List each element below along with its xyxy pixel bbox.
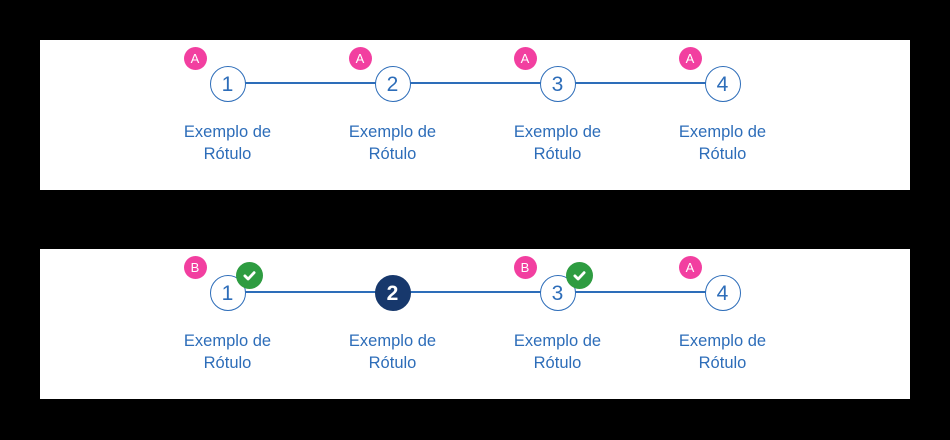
- stepper-default: A 1 Exemplo de Rótulo A 2 Exemplo de Rót…: [40, 40, 910, 190]
- step-2: A 2 Exemplo de Rótulo: [310, 47, 475, 165]
- stepper-progress: B 1 Exemplo de Rótulo 2 Exemplo de Rótul…: [40, 249, 910, 399]
- step-circle-wrap: A 3: [513, 47, 576, 102]
- variant-badge: B: [513, 256, 537, 279]
- step-label: Exemplo de Rótulo: [183, 332, 272, 372]
- step-number: 3: [551, 72, 564, 96]
- step-circle[interactable]: 1: [209, 66, 246, 102]
- step-circle-active[interactable]: 2: [374, 275, 411, 311]
- variant-badge: A: [678, 47, 702, 70]
- step-label: Exemplo de Rótulo: [678, 332, 767, 372]
- stepper-panel-default: A 1 Exemplo de Rótulo A 2 Exemplo de Rót…: [40, 40, 910, 190]
- step-label: Exemplo de Rótulo: [513, 123, 602, 163]
- step-circle-wrap: A 2: [348, 47, 411, 102]
- step-3: A 3 Exemplo de Rótulo: [475, 47, 640, 165]
- step-label: Exemplo de Rótulo: [348, 123, 437, 163]
- step-number: 2: [386, 281, 399, 305]
- check-icon: [565, 262, 593, 289]
- step-number: 1: [221, 72, 234, 96]
- step-1: A 1 Exemplo de Rótulo: [145, 47, 310, 165]
- step-circle[interactable]: 1: [209, 275, 246, 311]
- step-1: B 1 Exemplo de Rótulo: [145, 256, 310, 374]
- step-circle[interactable]: 3: [539, 275, 576, 311]
- variant-badge: A: [678, 256, 702, 279]
- step-number: 2: [386, 72, 399, 96]
- step-circle[interactable]: 2: [374, 66, 411, 102]
- step-number: 4: [716, 72, 729, 96]
- step-number: 1: [221, 281, 234, 305]
- step-3: B 3 Exemplo de Rótulo: [475, 256, 640, 374]
- check-icon: [235, 262, 263, 289]
- variant-badge: B: [183, 256, 207, 279]
- step-circle-wrap: A 4: [678, 256, 741, 311]
- step-circle-wrap: B 3: [513, 256, 593, 311]
- step-4: A 4 Exemplo de Rótulo: [640, 256, 805, 374]
- step-label: Exemplo de Rótulo: [348, 332, 437, 372]
- step-circle[interactable]: 4: [704, 275, 741, 311]
- variant-badge: A: [513, 47, 537, 70]
- variant-badge: A: [183, 47, 207, 70]
- step-number: 4: [716, 281, 729, 305]
- step-circle[interactable]: 3: [539, 66, 576, 102]
- stepper-panel-progress: B 1 Exemplo de Rótulo 2 Exemplo de Rótul…: [40, 249, 910, 399]
- step-number: 3: [551, 281, 564, 305]
- step-circle-wrap: 2: [374, 275, 411, 311]
- step-2: 2 Exemplo de Rótulo: [310, 275, 475, 374]
- connector-line: [228, 82, 723, 84]
- step-label: Exemplo de Rótulo: [513, 332, 602, 372]
- step-circle-wrap: B 1: [183, 256, 263, 311]
- step-label: Exemplo de Rótulo: [678, 123, 767, 163]
- step-circle[interactable]: 4: [704, 66, 741, 102]
- step-circle-wrap: A 4: [678, 47, 741, 102]
- step-4: A 4 Exemplo de Rótulo: [640, 47, 805, 165]
- variant-badge: A: [348, 47, 372, 70]
- step-circle-wrap: A 1: [183, 47, 246, 102]
- step-label: Exemplo de Rótulo: [183, 123, 272, 163]
- connector-line: [228, 291, 723, 293]
